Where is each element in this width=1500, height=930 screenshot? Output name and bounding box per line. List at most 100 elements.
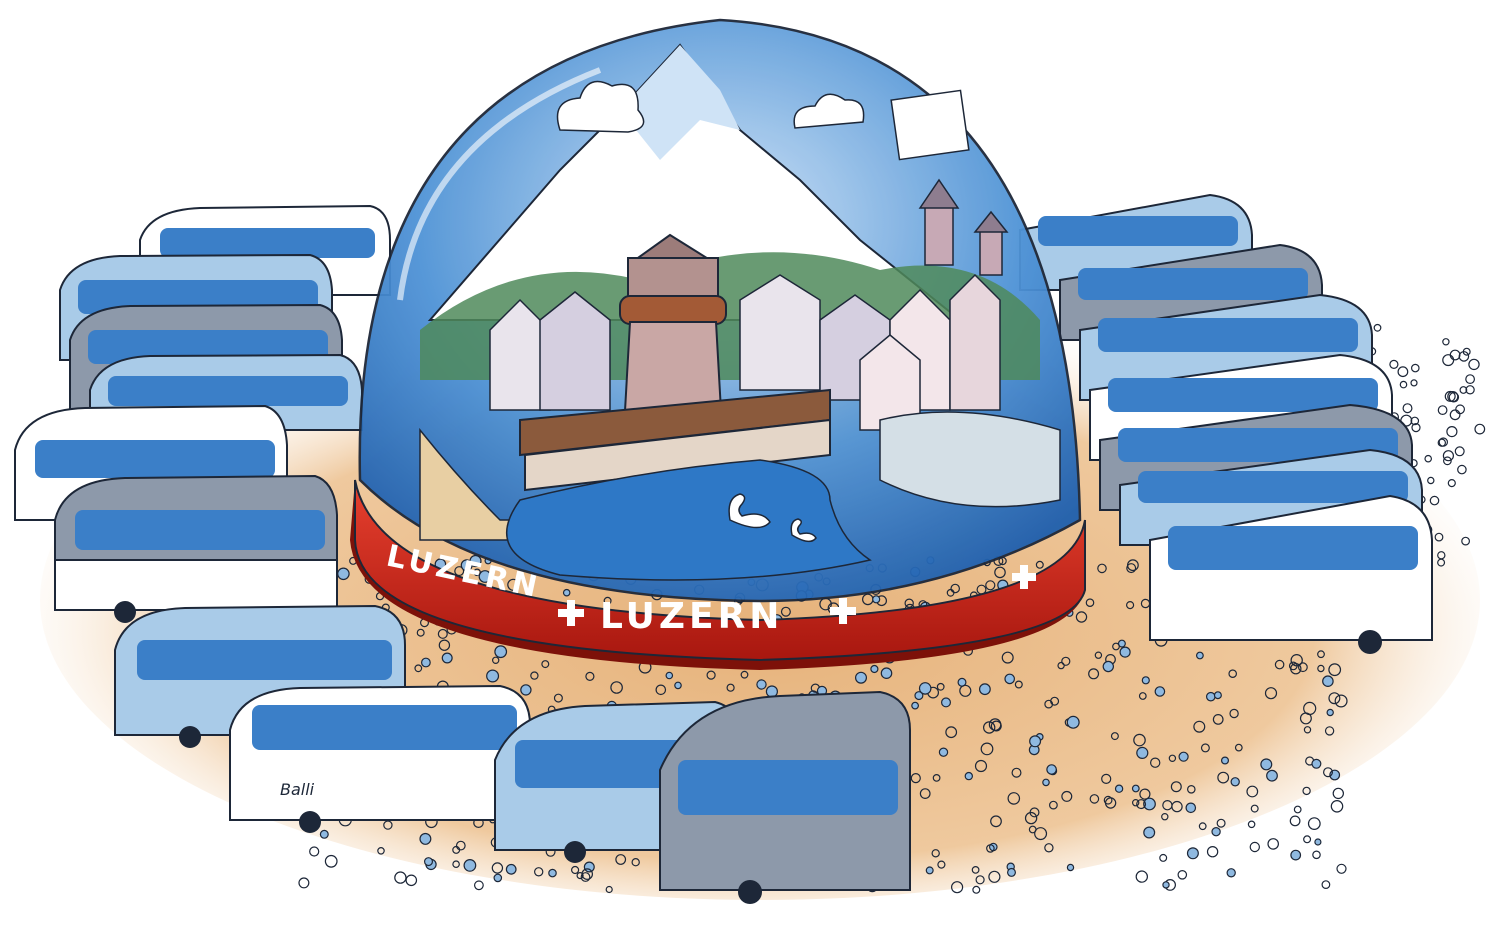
crowd-head xyxy=(1138,692,1147,700)
crowd-head xyxy=(1097,563,1107,574)
crowd-head xyxy=(1011,767,1022,778)
crowd-head xyxy=(493,873,503,883)
crowd-head xyxy=(605,885,613,894)
crowd-head xyxy=(880,667,893,679)
crowd-head xyxy=(1168,754,1177,763)
crowd-head xyxy=(1437,405,1448,416)
crowd-head xyxy=(1185,802,1197,814)
crowd-head xyxy=(1139,788,1151,800)
crowd-head xyxy=(1126,559,1139,572)
crowd-head xyxy=(1131,784,1140,793)
crowd-head xyxy=(1046,764,1057,775)
crowd-head xyxy=(1230,777,1240,787)
crowd-head xyxy=(394,871,407,884)
crowd-head xyxy=(1457,464,1467,475)
crowd-head xyxy=(534,867,544,877)
crowd-head xyxy=(1029,735,1042,748)
crowd-head xyxy=(1246,785,1259,798)
crowd-head xyxy=(938,747,949,757)
crowd-head xyxy=(309,846,320,857)
crowd-head xyxy=(1234,743,1243,752)
crowd-head xyxy=(1299,712,1312,725)
crowd-head xyxy=(1399,380,1408,389)
crowd-head xyxy=(1389,359,1399,369)
crowd-head xyxy=(1170,781,1182,793)
crowd-head xyxy=(491,862,504,874)
crowd-head xyxy=(474,880,484,891)
crowd-head xyxy=(1228,669,1238,679)
snow-globe: LUZERN LUZERN xyxy=(350,18,1086,670)
crowd-head xyxy=(1085,598,1095,608)
crowd-head xyxy=(570,865,580,875)
crowd-head xyxy=(1411,423,1421,433)
crowd-head xyxy=(740,670,749,679)
glass-reflection xyxy=(890,89,970,161)
crowd-head xyxy=(1186,847,1199,860)
crowd-head xyxy=(1321,880,1331,889)
crowd-head xyxy=(1424,454,1433,463)
crowd-head xyxy=(937,860,946,869)
crowd-head xyxy=(1317,664,1325,673)
crowd-head xyxy=(950,881,964,894)
crowd-head xyxy=(932,774,941,782)
crowd-head xyxy=(1373,323,1382,332)
crowd-head xyxy=(438,639,451,651)
crowd-head xyxy=(486,669,500,683)
crowd-head xyxy=(1459,386,1468,394)
castle xyxy=(918,178,1009,276)
crowd-head xyxy=(990,815,1002,828)
crowd-head xyxy=(780,606,791,617)
crowd-head xyxy=(1131,799,1140,807)
crowd-head xyxy=(580,872,591,882)
crowd-head xyxy=(337,567,350,581)
crowd-head xyxy=(1226,868,1236,878)
crowd-head xyxy=(460,559,473,572)
crowd-head xyxy=(452,860,460,869)
crowd-head xyxy=(726,683,735,692)
bus xyxy=(1149,494,1433,654)
crowd-head xyxy=(1290,849,1302,861)
crowd-head xyxy=(980,742,994,756)
crowd-head xyxy=(971,866,980,874)
crowd-head xyxy=(974,759,988,773)
crowd-head xyxy=(914,691,924,701)
crowd-head xyxy=(1048,800,1058,810)
crowd-head xyxy=(706,670,716,680)
crowd-head xyxy=(936,682,945,691)
crowd-head xyxy=(610,681,623,694)
crowd-head xyxy=(494,645,508,659)
crowd-head xyxy=(918,682,932,695)
crowd-head xyxy=(1442,354,1455,367)
crowd-head xyxy=(576,871,584,880)
crowd-head xyxy=(1028,825,1037,834)
crowd-head xyxy=(1212,714,1224,725)
crowd-head xyxy=(1266,769,1278,782)
crowd-head xyxy=(1229,708,1239,719)
crowd-head xyxy=(1264,687,1278,700)
crowd-head xyxy=(585,671,595,682)
crowd-head xyxy=(1217,771,1230,784)
crowd-head xyxy=(1437,551,1446,560)
crowd-head xyxy=(1119,646,1131,658)
crowd-head xyxy=(1042,778,1050,787)
crowd-head xyxy=(1449,409,1461,421)
crowd-head xyxy=(1442,338,1450,346)
crowd-head xyxy=(441,652,453,664)
crowd-head xyxy=(1328,663,1342,677)
crowd-head xyxy=(945,726,958,739)
crowd-head xyxy=(1101,773,1112,785)
crowd-head xyxy=(1322,675,1334,687)
crowd-head xyxy=(1162,881,1170,889)
crowd-head xyxy=(1312,850,1321,860)
base-label-2: LUZERN xyxy=(600,596,783,637)
crowd-head xyxy=(424,857,434,867)
crowd-head xyxy=(1001,651,1014,664)
crowd-head xyxy=(988,870,1001,883)
crowd-head xyxy=(1247,820,1256,829)
crowd-head xyxy=(1034,827,1048,841)
crowd-head xyxy=(1136,799,1147,810)
crowd-head xyxy=(1438,437,1449,447)
crowd-head xyxy=(1442,450,1455,462)
crowd-head xyxy=(1250,804,1259,813)
